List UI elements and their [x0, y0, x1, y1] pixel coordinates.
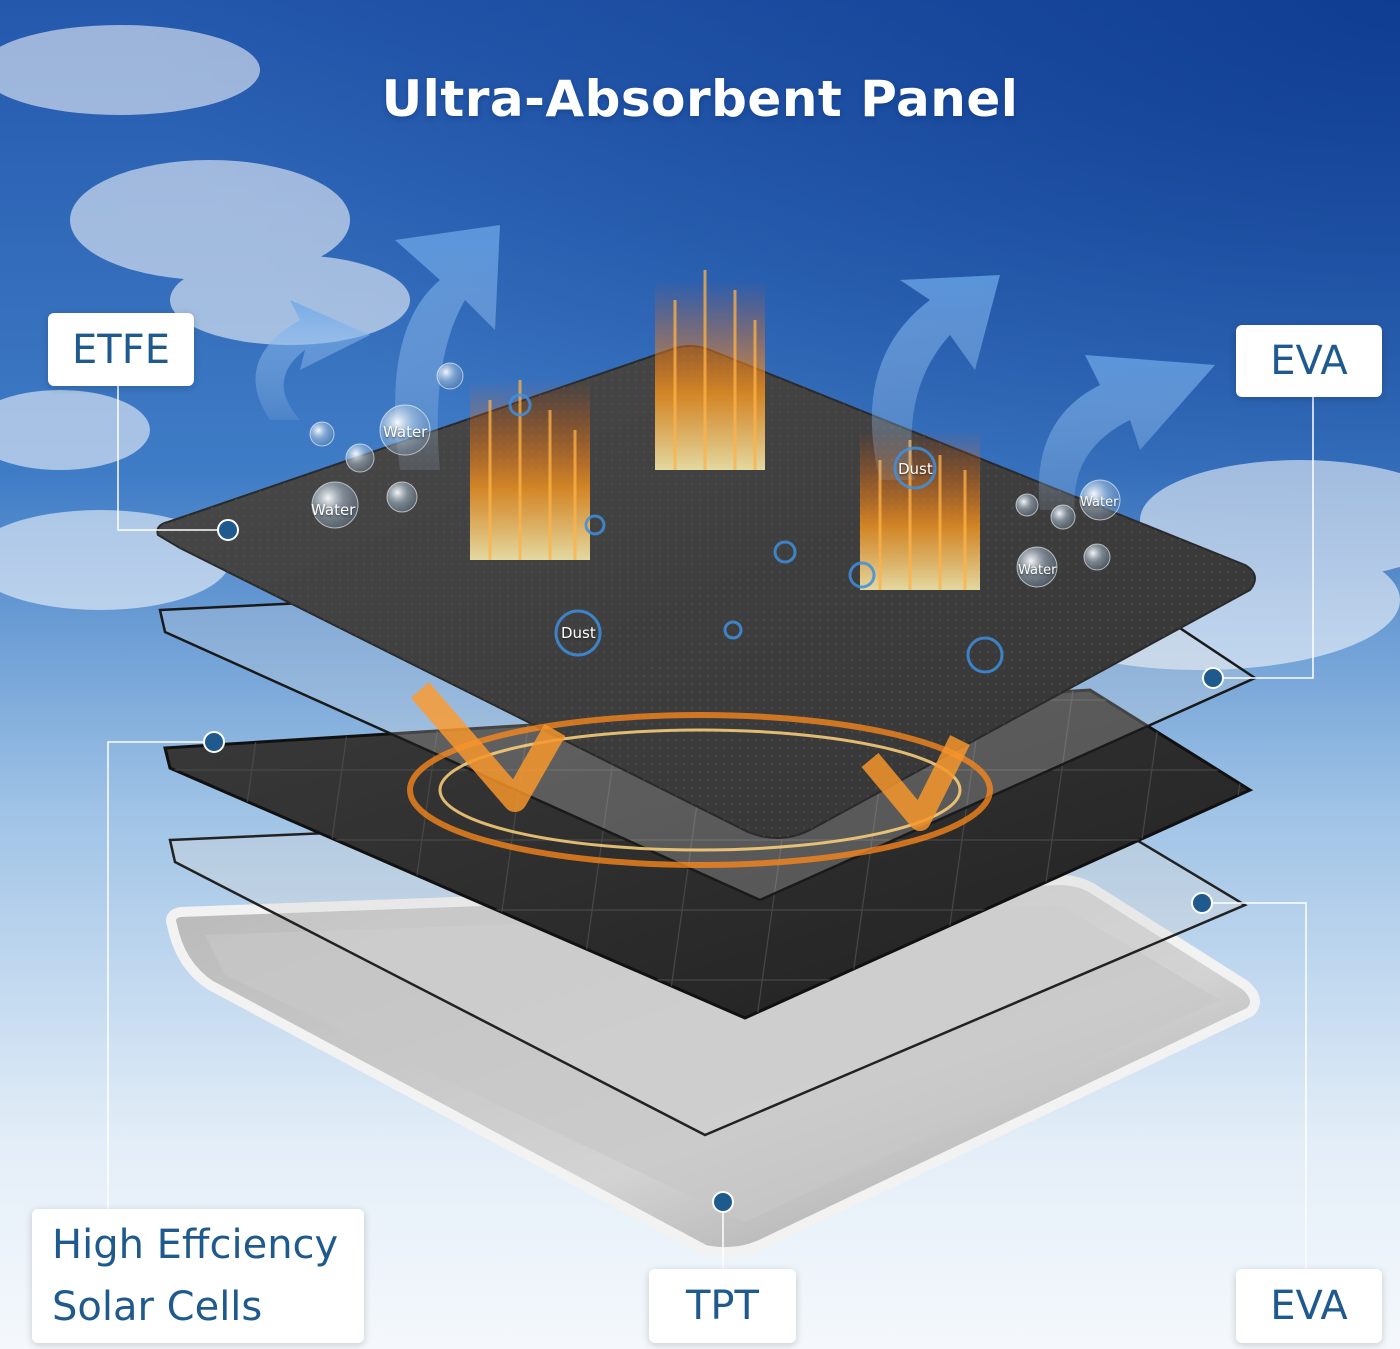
marker-eva-top — [1202, 667, 1224, 689]
label-tpt-text: TPT — [686, 1283, 759, 1329]
marker-etfe — [217, 519, 239, 541]
dust-tag: Dust — [898, 460, 933, 478]
label-eva-bottom: EVA — [1236, 1269, 1382, 1343]
water-tag: Water — [311, 501, 356, 519]
label-etfe-text: ETFE — [72, 326, 170, 373]
water-tag: Water — [1080, 495, 1119, 510]
marker-tpt — [712, 1191, 734, 1213]
page-title: Ultra-Absorbent Panel — [381, 70, 1019, 128]
label-eva-bottom-text: EVA — [1270, 1283, 1348, 1329]
water-tag: Water — [383, 423, 428, 441]
label-eva-top-text: EVA — [1270, 338, 1348, 384]
dust-tag: Dust — [561, 624, 596, 642]
label-eva-top: EVA — [1236, 325, 1382, 397]
label-solar-cells-line2: Solar Cells — [52, 1284, 263, 1330]
label-etfe: ETFE — [48, 313, 194, 386]
marker-eva-bottom — [1191, 892, 1213, 914]
label-solar-cells-line1: High Effciency — [52, 1222, 339, 1268]
marker-solar-cells — [203, 731, 225, 753]
water-tag: Water — [1018, 563, 1057, 578]
label-tpt: TPT — [649, 1269, 796, 1343]
label-solar-cells: High Effciency Solar Cells — [32, 1209, 364, 1343]
